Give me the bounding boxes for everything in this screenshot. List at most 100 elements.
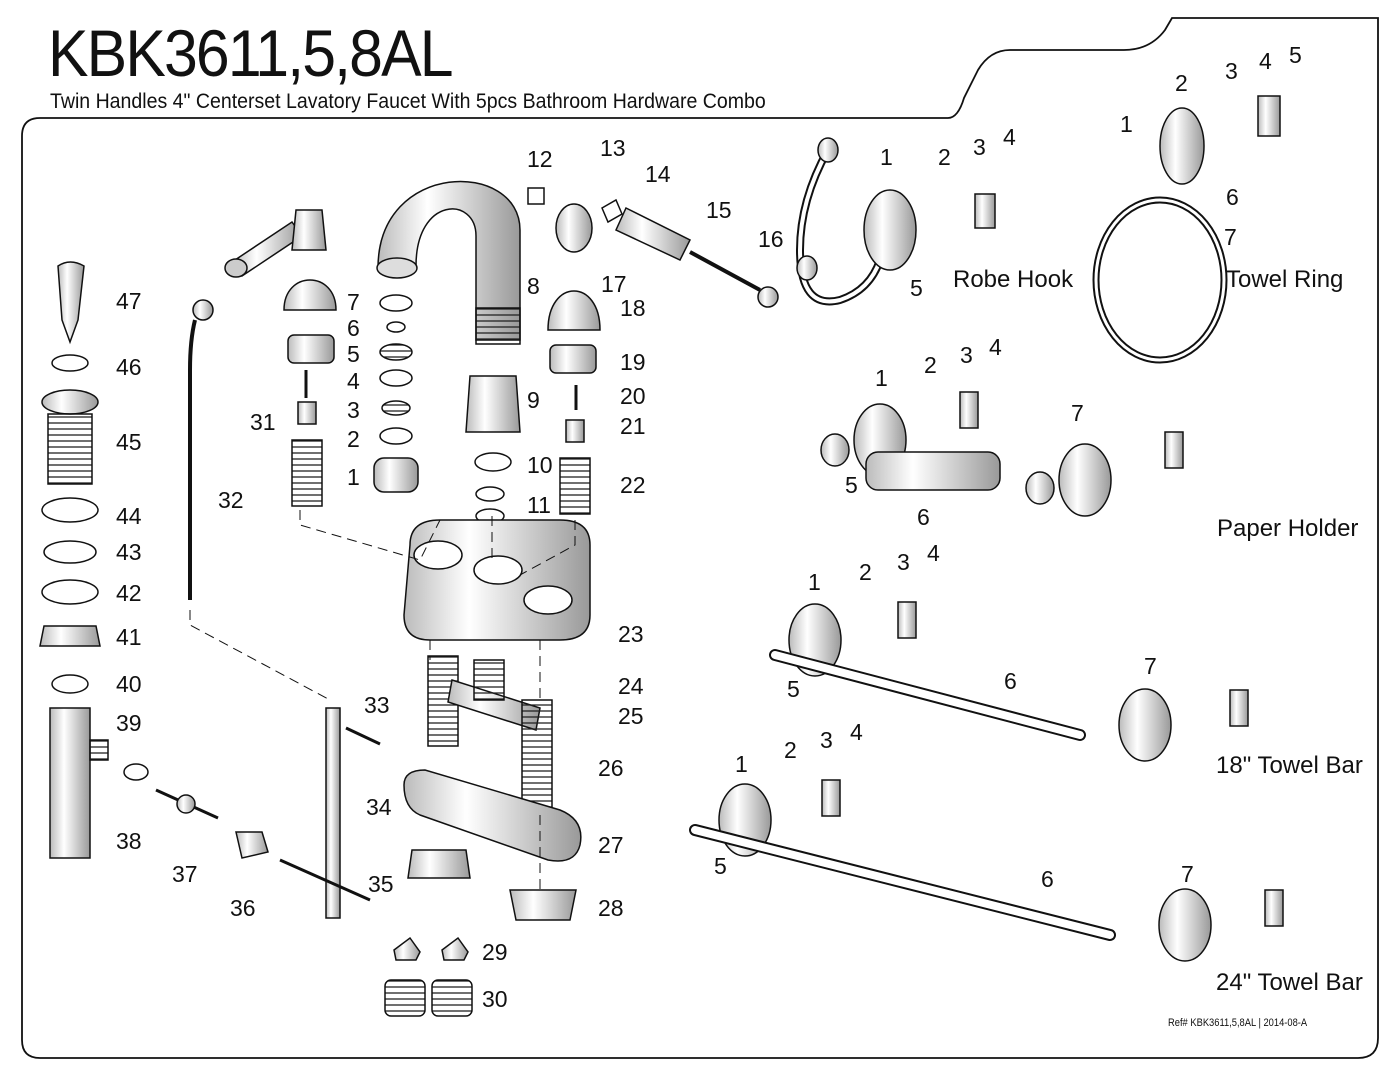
- part-label: 7: [1144, 653, 1157, 679]
- part-label: 1: [808, 569, 821, 595]
- paper-holder: [820, 391, 1184, 517]
- part-label: 25: [618, 703, 644, 729]
- accessory-labels: Robe Hook 1 2 3 4 5 Towel Ring 1 2 3 4 5…: [714, 42, 1363, 996]
- part-label: 24: [618, 673, 644, 699]
- part-label: 12: [527, 146, 553, 172]
- part-label: 13: [600, 135, 626, 161]
- part-label: 3: [897, 549, 910, 575]
- part-label: 31: [250, 409, 276, 435]
- faucet-assembly: [39, 180, 779, 1017]
- part-label: 28: [598, 895, 624, 921]
- towel-ring: [1092, 95, 1281, 364]
- part-label: 6: [1041, 866, 1054, 892]
- part-label: 5: [787, 676, 800, 702]
- part-label: 44: [116, 503, 142, 529]
- part-label: 45: [116, 429, 142, 455]
- part-label: 18: [620, 295, 646, 321]
- part-label: 22: [620, 472, 646, 498]
- part-label: 33: [364, 692, 390, 718]
- towel-ring-name: Towel Ring: [1226, 266, 1343, 293]
- reference-code: Ref# KBK3611,5,8AL | 2014-08-A: [1168, 1017, 1308, 1029]
- base-gasket: [403, 769, 582, 862]
- part-label: 3: [973, 134, 986, 160]
- part-label: 20: [620, 383, 646, 409]
- part-label: 47: [116, 288, 142, 314]
- part-label: 4: [927, 540, 940, 566]
- spout: [377, 180, 521, 341]
- faucet-part-labels: 1 2 3 4 5 6 7 8 9 10 11 12 13 14 15 16 1…: [116, 135, 784, 1012]
- part-label: 3: [960, 342, 973, 368]
- part-label: 27: [598, 832, 624, 858]
- part-label: 16: [758, 226, 784, 252]
- part-label: 3: [820, 727, 833, 753]
- right-cap: [547, 290, 601, 331]
- part-label: 7: [1224, 224, 1237, 250]
- part-label: 2: [924, 352, 937, 378]
- part-label: 4: [1259, 48, 1272, 74]
- part-label: 6: [917, 504, 930, 530]
- part-label: 41: [116, 624, 142, 650]
- part-label: 15: [706, 197, 732, 223]
- part-label: 32: [218, 487, 244, 513]
- part-label: 2: [784, 737, 797, 763]
- part-label: 2: [347, 426, 360, 452]
- part-label: 17: [601, 271, 627, 297]
- part-label: 2: [938, 144, 951, 170]
- part-label: 11: [527, 492, 551, 518]
- right-handle-lever: [615, 206, 692, 261]
- part-label: 1: [735, 751, 748, 777]
- part-label: 5: [845, 472, 858, 498]
- part-label: 6: [1004, 668, 1017, 694]
- part-label: 6: [1226, 184, 1239, 210]
- towel-bar-24-name: 24" Towel Bar: [1216, 969, 1363, 996]
- paper-holder-name: Paper Holder: [1217, 515, 1358, 542]
- part-label: 26: [598, 755, 624, 781]
- part-label: 14: [645, 161, 671, 187]
- part-label: 5: [714, 853, 727, 879]
- document-title: KBK3611,5,8AL: [48, 16, 454, 90]
- part-label: 19: [620, 349, 646, 375]
- part-label: 46: [116, 354, 142, 380]
- part-label: 1: [875, 365, 888, 391]
- towel-bar-24: [689, 779, 1284, 962]
- drain-stopper: [57, 261, 85, 345]
- part-label: 2: [859, 559, 872, 585]
- part-label: 38: [116, 828, 142, 854]
- part-label: 10: [527, 452, 553, 478]
- part-label: 43: [116, 539, 142, 565]
- part-label: 21: [620, 413, 646, 439]
- part-label: 23: [618, 621, 644, 647]
- towel-bar-18: [769, 601, 1249, 762]
- part-label: 29: [482, 939, 508, 965]
- part-label: 2: [1175, 70, 1188, 96]
- part-label: 30: [482, 986, 508, 1012]
- robe-hook-name: Robe Hook: [953, 266, 1074, 293]
- document-subtitle: Twin Handles 4" Centerset Lavatory Fauce…: [50, 90, 766, 113]
- left-cap: [283, 279, 337, 311]
- part-label: 5: [910, 275, 923, 301]
- towel-bar-18-name: 18" Towel Bar: [1216, 752, 1363, 779]
- part-label: 1: [1120, 111, 1133, 137]
- part-label: 37: [172, 861, 198, 887]
- part-label: 40: [116, 671, 142, 697]
- part-label: 6: [347, 315, 360, 341]
- part-label: 5: [1289, 42, 1302, 68]
- part-label: 1: [880, 144, 893, 170]
- part-label: 4: [989, 334, 1002, 360]
- part-label: 4: [850, 719, 863, 745]
- part-label: 9: [527, 387, 540, 413]
- part-label: 1: [347, 464, 360, 490]
- part-label: 8: [527, 273, 540, 299]
- part-label: 7: [1181, 861, 1194, 887]
- part-label: 3: [1225, 58, 1238, 84]
- part-label: 7: [347, 289, 360, 315]
- part-label: 4: [347, 368, 360, 394]
- part-label: 3: [347, 397, 360, 423]
- part-label: 7: [1071, 400, 1084, 426]
- part-label: 36: [230, 895, 256, 921]
- robe-hook: [795, 137, 996, 306]
- part-label: 35: [368, 871, 394, 897]
- part-label: 5: [347, 341, 360, 367]
- page-frame: [21, 17, 1379, 1059]
